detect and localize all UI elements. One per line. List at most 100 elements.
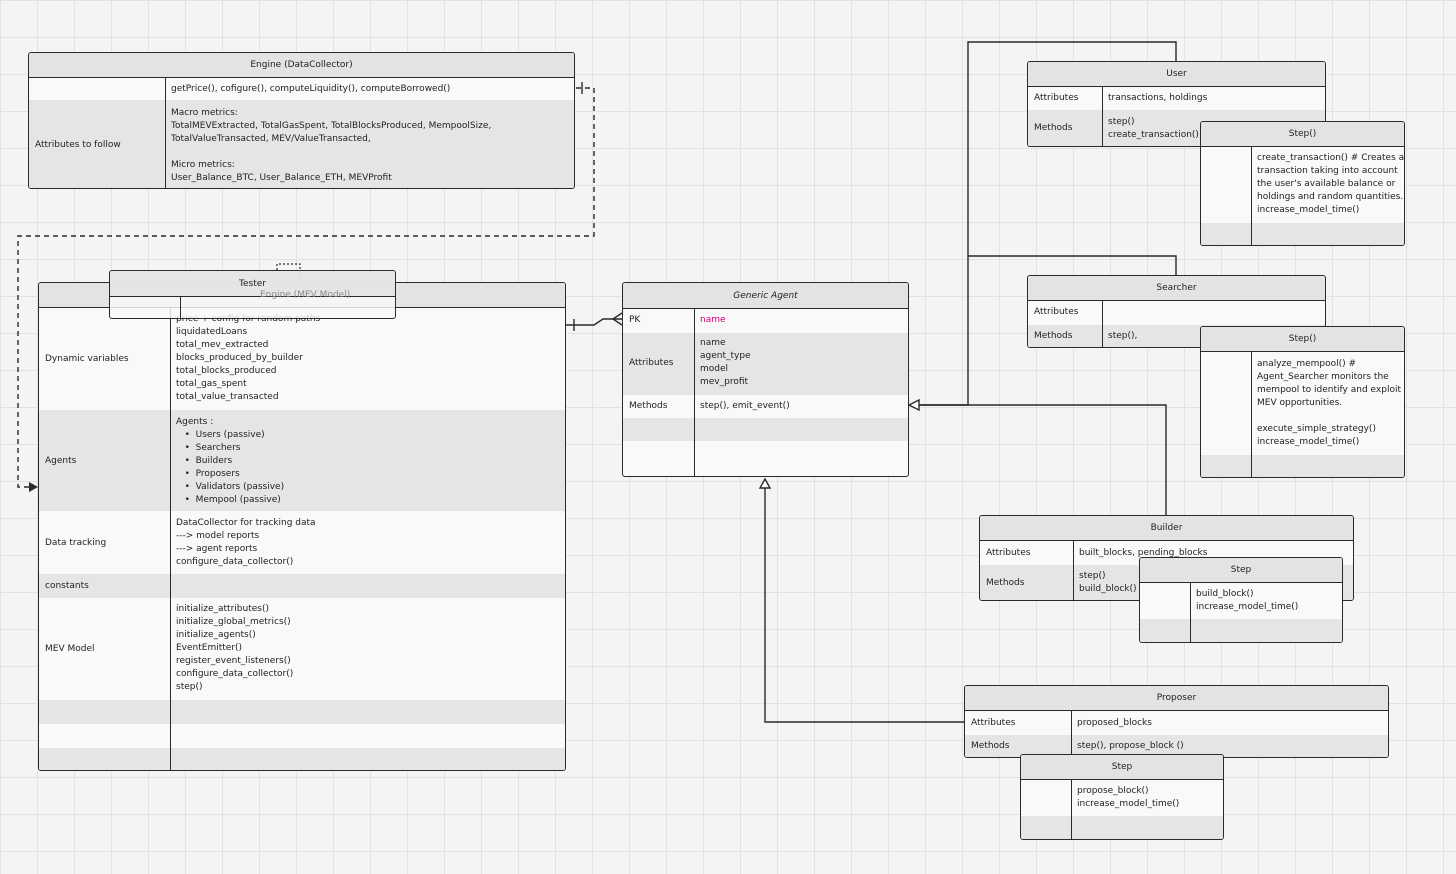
tester-title: Tester (239, 279, 266, 289)
user-step-title: Step() (1288, 129, 1317, 139)
user-attributes-text: transactions, holdings (1108, 93, 1208, 103)
tester-row-empty-2 (39, 724, 565, 748)
proposer-header: Proposer (965, 686, 1388, 711)
proposer-attributes-label: Attributes (971, 718, 1016, 728)
generic-agent-attributes-row (623, 333, 908, 395)
generic-agent-pk-value: name (700, 315, 726, 325)
searcher-attributes-label: Attributes (1034, 307, 1079, 317)
searcher-inheritance-connector (968, 255, 1177, 276)
generic-agent-divider (694, 309, 695, 476)
tester-mev-model-text: initialize_attributes() initialize_globa… (176, 604, 294, 692)
searcher-divider (1102, 301, 1103, 347)
generic-agent-attributes-label: Attributes (629, 358, 674, 368)
user-divider (1102, 87, 1103, 146)
builder-step-divider (1190, 583, 1191, 642)
searcher-methods-label: Methods (1034, 331, 1073, 341)
searcher-step-text: analyze_mempool() # Agent_Searcher monit… (1257, 359, 1401, 447)
builder-methods-label: Methods (986, 578, 1025, 588)
proposer-step-title: Step (1111, 762, 1133, 772)
searcher-step-divider (1251, 352, 1252, 477)
proposer-inheritance-connector (764, 488, 964, 723)
searcher-step-header: Step() (1201, 327, 1404, 352)
user-step-header: Step() (1201, 122, 1404, 147)
tester-header-box[interactable]: Tester Engine (MEV Model) (109, 270, 396, 319)
engine-column-divider (165, 78, 166, 188)
proposer-attributes-row (965, 711, 1388, 735)
builder-header: Builder (980, 516, 1353, 541)
tester-agents-label: Agents (45, 456, 77, 466)
tester-row-constants (39, 574, 565, 598)
engine-attributes-text: Macro metrics: TotalMEVExtracted, TotalG… (171, 108, 492, 183)
tester-header-divider (180, 297, 181, 318)
engine-entity[interactable]: Engine (DataCollector) getPrice(), cofig… (28, 52, 575, 189)
proposer-title: Proposer (1156, 693, 1197, 703)
engine-header: Engine (DataCollector) (29, 53, 574, 78)
builder-attributes-text: built_blocks, pending_blocks (1079, 548, 1208, 558)
agent-inheritance-arrowhead (907, 398, 920, 412)
tester-row-agents (39, 410, 565, 511)
tester-dynamic-text: price + config for random paths liquidat… (176, 314, 321, 402)
builder-step-text: build_block() increase_model_time() (1196, 589, 1299, 612)
proposer-entity[interactable]: Proposer Attributes proposed_blocks Meth… (964, 685, 1389, 758)
builder-methods-text: step() build_block() (1079, 571, 1137, 594)
generic-agent-methods-label: Methods (629, 401, 668, 411)
builder-step-header: Step (1140, 558, 1342, 583)
builder-inheritance-connector (912, 404, 1167, 516)
builder-step-title: Step (1230, 565, 1252, 575)
tester-row-empty-3 (39, 748, 565, 770)
searcher-header: Searcher (1028, 276, 1325, 301)
proposer-attributes-text: proposed_blocks (1077, 718, 1152, 728)
builder-divider (1073, 541, 1074, 600)
user-attributes-label: Attributes (1034, 93, 1079, 103)
user-methods-label: Methods (1034, 123, 1073, 133)
searcher-step-footer-row (1201, 455, 1404, 477)
generic-agent-methods-text: step(), emit_event() (700, 401, 790, 411)
proposer-divider (1071, 711, 1072, 757)
user-title: User (1166, 69, 1187, 79)
builder-title: Builder (1150, 523, 1183, 533)
searcher-step-title: Step() (1288, 334, 1317, 344)
user-methods-text: step() create_transaction() (1108, 117, 1199, 140)
proposer-inheritance-arrowhead (758, 477, 772, 489)
user-step-entity[interactable]: Step() create_transaction() # Creates a … (1200, 121, 1405, 246)
tester-dynamic-label: Dynamic variables (45, 354, 129, 364)
user-header: User (1028, 62, 1325, 87)
generic-agent-attributes-text: name agent_type model mev_profit (700, 338, 751, 387)
searcher-title: Searcher (1156, 283, 1197, 293)
proposer-step-footer-row (1021, 816, 1223, 839)
tester-data-tracking-text: DataCollector for tracking data ---> mod… (176, 518, 316, 567)
searcher-step-entity[interactable]: Step() analyze_mempool() # Agent_Searche… (1200, 326, 1405, 478)
proposer-methods-label: Methods (971, 741, 1010, 751)
generic-agent-pk-label: PK (629, 315, 641, 325)
user-step-footer-row (1201, 223, 1404, 245)
proposer-step-entity[interactable]: Step propose_block() increase_model_time… (1020, 754, 1224, 840)
generic-agent-header: Generic Agent (623, 283, 908, 309)
generic-agent-pk-row (623, 309, 908, 333)
tester-mev-model-label: MEV Model (45, 644, 95, 654)
proposer-step-divider (1071, 780, 1072, 839)
builder-step-footer-row (1140, 619, 1342, 642)
generic-agent-title: Generic Agent (733, 291, 798, 301)
engine-title: Engine (DataCollector) (250, 60, 353, 70)
engine-methods-text: getPrice(), cofigure(), computeLiquidity… (171, 84, 451, 94)
tester-entity[interactable]: Dynamic variables price + config for ran… (38, 282, 566, 771)
tester-row-model (39, 598, 565, 700)
builder-step-entity[interactable]: Step build_block() increase_model_time() (1139, 557, 1343, 643)
tester-constants-label: constants (45, 581, 89, 591)
proposer-methods-text: step(), propose_block () (1077, 741, 1184, 751)
tester-agents-text: Agents : • Users (passive) • Searchers •… (176, 417, 285, 505)
builder-attributes-label: Attributes (986, 548, 1031, 558)
user-step-text: create_transaction() # Creates a transac… (1257, 153, 1405, 215)
tester-agent-connector (566, 318, 622, 326)
proposer-step-text: propose_block() increase_model_time() (1077, 786, 1180, 809)
searcher-methods-text: step(), (1108, 331, 1138, 341)
generic-agent-entity[interactable]: Generic Agent PK name Attributes name ag… (622, 282, 909, 477)
tester-ghost-text: Engine (MEV Model) (260, 290, 351, 300)
tester-arrowhead (29, 482, 38, 492)
user-step-divider (1251, 147, 1252, 245)
tester-header: Tester (110, 271, 395, 297)
tester-column-divider (170, 308, 171, 770)
proposer-step-header: Step (1021, 755, 1223, 780)
generic-agent-empty-row (623, 418, 908, 441)
engine-attributes-label: Attributes to follow (35, 140, 121, 150)
